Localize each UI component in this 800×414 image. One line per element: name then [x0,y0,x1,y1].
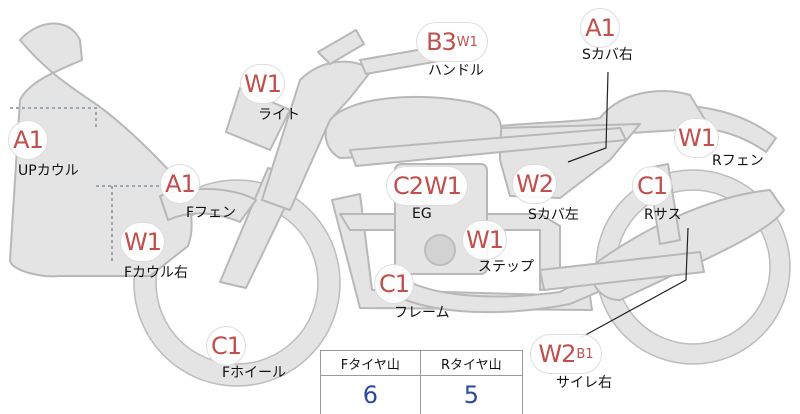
damage-code: W1 [466,226,504,254]
damage-code: A1 [585,14,616,42]
marker-s-cover-right: A1 [580,8,620,48]
swingarm [539,251,705,291]
label-s-cover-left: Sカバ左 [528,207,579,223]
frame-top-tube [349,127,627,167]
front-wheel [134,180,340,386]
damage-code: W2 [516,170,554,198]
damage-code: W2 [538,340,576,368]
damage-code: W1 [678,124,716,152]
label-step: ステップ [478,259,534,275]
damage-code: W1 [424,172,462,200]
label-frame: フレーム [394,305,450,321]
damage-code: C2 [392,172,424,200]
label-f-wheel: Fホイール [222,365,287,381]
label-f-cowl-right: Fカウル右 [124,265,189,281]
marker-handle: B3 W1 [416,22,488,62]
damage-code: C1 [210,332,242,360]
front-wheel-outline [133,179,341,387]
tire-tread-table: Fタイヤ山 Rタイヤ山 6 5 [320,350,524,414]
handlebar [317,29,365,65]
rear-tire-tread-value: 5 [419,375,524,414]
damage-code: W1 [244,70,282,98]
marker-light: W1 [240,64,285,104]
label-eg: EG [412,206,432,222]
label-up-cowl: UPカウル [18,163,79,179]
label-s-cover-right: Sカバ右 [582,47,633,63]
leader-s-cover-right [567,71,609,163]
tread-value-row: 6 5 [320,375,524,414]
marker-silencer-right: W2 B1 [530,334,602,374]
exhaust-pipe [375,267,613,314]
marker-frame: C1 [374,264,414,304]
damage-code: B1 [576,346,594,362]
damage-code: C1 [636,172,668,200]
label-r-fender: Rフェン [712,153,764,169]
marker-f-fender: A1 [160,164,200,204]
headlight [225,87,291,151]
label-handle: ハンドル [428,63,484,79]
leader-silencer-right [579,227,689,339]
engine-cover [424,234,456,266]
steering-stem [261,60,373,211]
front-tire-tread-header: Fタイヤ山 [320,350,421,376]
marker-r-sus: C1 [632,166,672,206]
damage-code: W1 [124,228,162,256]
damage-code: B3 [426,28,457,56]
marker-s-cover-left: W2 [512,164,557,204]
damage-code: A1 [13,126,44,154]
label-light: ライト [258,107,300,123]
damage-code: C1 [378,270,410,298]
marker-eg: C2 W1 [386,166,468,206]
cowl-divider-top [10,107,97,130]
front-tire-tread-value: 6 [320,375,421,414]
label-f-fender: Fフェン [186,205,237,221]
damage-code: A1 [165,170,196,198]
marker-r-fender: W1 [674,118,719,158]
marker-step: W1 [462,220,507,260]
tread-header-row: Fタイヤ山 Rタイヤ山 [320,350,524,376]
damage-code: W1 [456,34,478,50]
marker-f-wheel: C1 [206,326,246,366]
label-r-sus: Rサス [644,207,682,223]
upper-cowl [9,22,193,278]
marker-up-cowl: A1 [8,120,48,160]
rear-tire-tread-header: Rタイヤ山 [419,350,524,376]
label-silencer-right: サイレ右 [556,375,612,391]
marker-f-cowl-right: W1 [120,222,165,262]
